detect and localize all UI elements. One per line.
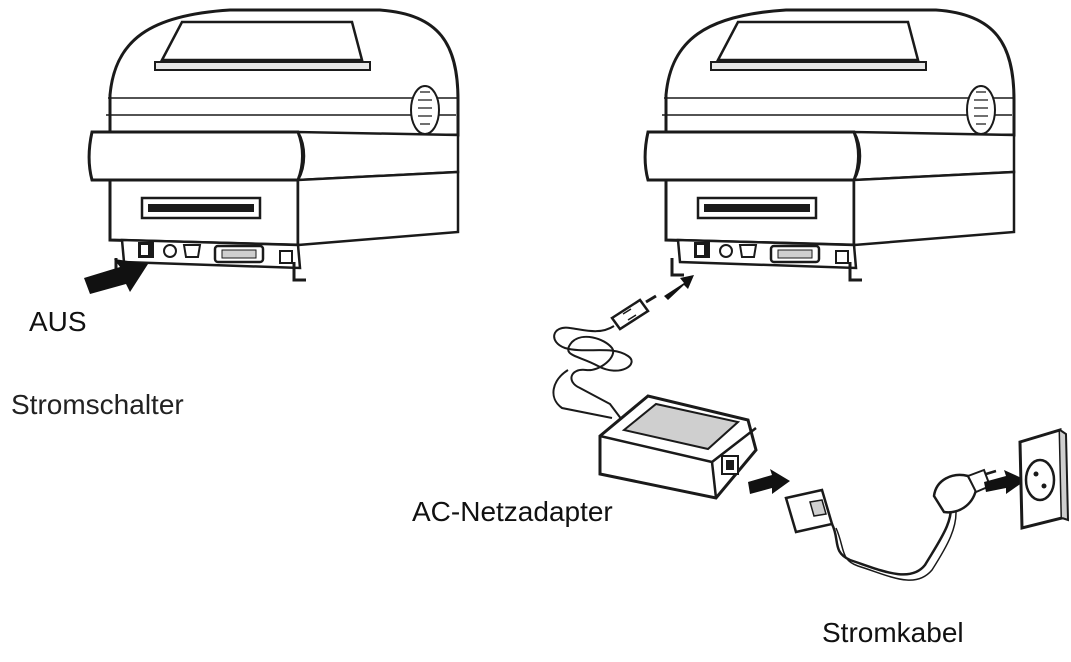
dc-cable (553, 325, 633, 421)
switch-arrow-icon (84, 259, 148, 294)
iec-connector-icon (784, 488, 834, 534)
wall-socket-icon (1018, 427, 1070, 530)
printer-left-illustration (87, 8, 460, 282)
adapter-input-arrow-icon (748, 469, 790, 494)
plug-in-arrow-icon (664, 275, 694, 300)
ac-adapter-label: AC-Netzadapter (412, 496, 613, 527)
power-cable (830, 499, 953, 576)
power-cable-label: Stromkabel (822, 617, 964, 648)
printer-right-illustration (643, 8, 1016, 282)
switch-off-label: AUS (29, 306, 87, 337)
socket-arrow-icon (984, 470, 1026, 494)
power-switch-label: Stromschalter (11, 389, 184, 420)
dc-plug-icon (610, 294, 657, 331)
ac-adapter-icon (598, 394, 758, 500)
